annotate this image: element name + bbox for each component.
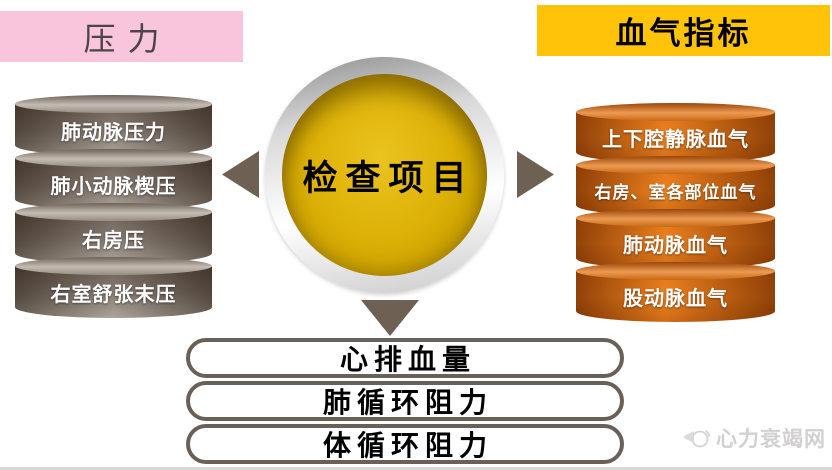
cylinder-cap	[15, 95, 212, 113]
cylinder-cap	[576, 156, 775, 174]
pressure-item-label: 肺小动脉楔压	[50, 175, 177, 198]
center-title: 检查项目	[302, 158, 475, 198]
blood-gas-cylinder-segment: 右房、室各部位血气	[576, 156, 775, 216]
pressure-item-label: 右房压	[82, 229, 145, 252]
cylinder-cap	[576, 103, 775, 121]
cylinder-cap	[15, 149, 212, 167]
output-label: 肺循环阻力	[322, 388, 493, 419]
blood-gas-cylinder-segment: 上下腔静脉血气	[576, 103, 775, 163]
blood-gas-item-label: 右房、室各部位血气	[594, 183, 757, 202]
cylinder-cap	[15, 203, 212, 221]
blood-gas-item-label: 肺动脉血气	[623, 235, 728, 257]
arrow-down-icon	[361, 300, 419, 336]
cylinder-cap	[576, 209, 775, 227]
blood-gas-banner-label: 血气指标	[615, 16, 752, 51]
cylinder-cap	[576, 262, 775, 280]
blood-gas-cylinder-segment: 股动脉血气	[576, 262, 775, 322]
cylinder-body: 股动脉血气	[576, 271, 775, 322]
blood-gas-cylinder-segment: 肺动脉血气	[576, 209, 775, 269]
blood-gas-cylinder-stack: 上下腔静脉血气 右房、室各部位血气 肺动脉血气 股动脉血气	[576, 103, 775, 323]
pressure-cylinder-stack: 肺动脉压力 肺小动脉楔压 右房压 右室舒张末压	[15, 95, 212, 320]
pressure-cylinder-segment: 右室舒张末压	[15, 257, 212, 318]
pressure-cylinder-segment: 肺小动脉楔压	[15, 149, 212, 210]
pressure-banner-label: 压力	[83, 20, 172, 57]
output-box-systemic-resistance: 体循环阻力	[186, 424, 624, 464]
megaphone-icon	[681, 426, 711, 450]
output-label: 心排血量	[339, 345, 476, 376]
watermark-label: 心力衰竭网	[716, 427, 826, 451]
bottom-divider	[0, 467, 832, 470]
blood-gas-banner: 血气指标	[537, 5, 830, 56]
pressure-cylinder-segment: 右房压	[15, 203, 212, 264]
center-medallion: 检查项目	[282, 74, 487, 276]
output-box-pulmonary-resistance: 肺循环阻力	[186, 381, 624, 421]
pressure-cylinder-segment: 肺动脉压力	[15, 95, 212, 156]
blood-gas-item-label: 上下腔静脉血气	[602, 129, 749, 151]
blood-gas-item-label: 股动脉血气	[623, 288, 728, 310]
center-medallion-ring: 检查项目	[265, 57, 504, 293]
cylinder-body: 肺小动脉楔压	[15, 158, 212, 210]
arrow-right-icon	[517, 151, 554, 198]
output-label: 体循环阻力	[322, 431, 493, 462]
pressure-banner: 压力	[0, 11, 243, 62]
pressure-item-label: 肺动脉压力	[61, 121, 166, 144]
cylinder-cap	[15, 257, 212, 275]
output-box-cardiac-output: 心排血量	[186, 338, 624, 378]
watermark: 心力衰竭网	[681, 423, 826, 453]
pressure-item-label: 右室舒张末压	[50, 283, 177, 306]
arrow-left-icon	[222, 151, 259, 198]
